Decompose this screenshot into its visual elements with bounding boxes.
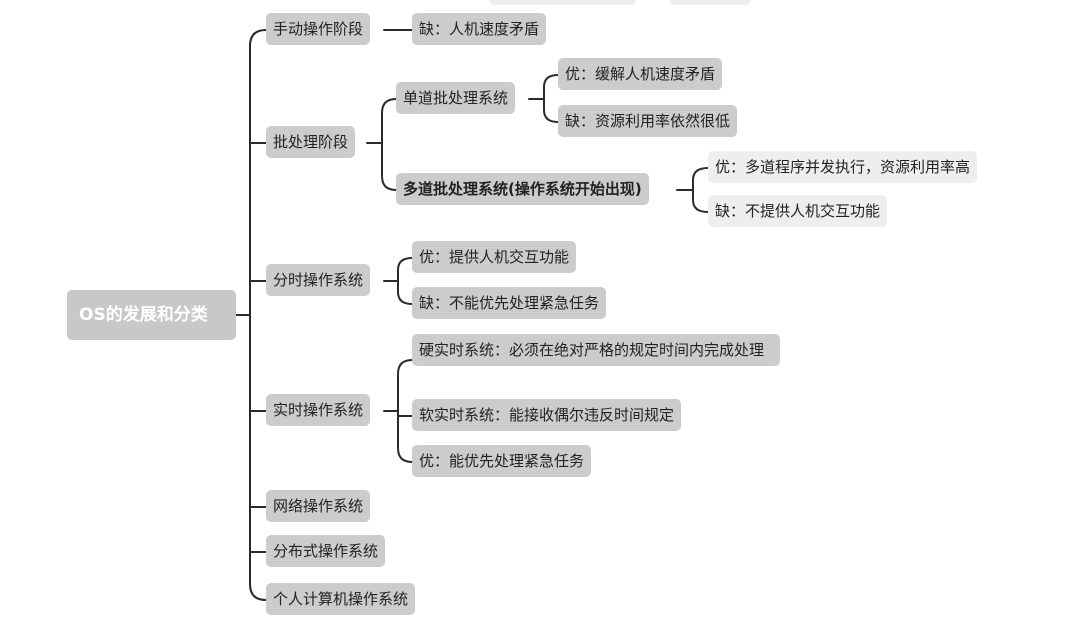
connector-timesharing-branch <box>397 257 413 305</box>
node-realtime-pro[interactable]: 优：能优先处理紧急任务 <box>412 445 592 477</box>
node-multi-con[interactable]: 缺：不提供人机交互功能 <box>708 195 888 227</box>
node-multi-batch[interactable]: 多道批处理系统(操作系统开始出现) <box>396 173 649 205</box>
node-single-batch[interactable]: 单道批处理系统 <box>396 82 516 114</box>
connector-realtime-branch <box>397 359 413 463</box>
connector-multi-branch <box>692 167 709 213</box>
node-manual-stage[interactable]: 手动操作阶段 <box>266 13 371 45</box>
node-network-os[interactable]: 网络操作系统 <box>266 490 371 522</box>
node-single-pro[interactable]: 优：缓解人机速度矛盾 <box>558 58 723 90</box>
node-realtime-soft[interactable]: 软实时系统：能接收偶尔违反时间规定 <box>412 399 682 431</box>
node-timesharing-pro[interactable]: 优：提供人机交互功能 <box>412 241 577 273</box>
node-batch-stage[interactable]: 批处理阶段 <box>266 126 356 158</box>
clipped-node-top <box>490 0 636 5</box>
node-timesharing-con[interactable]: 缺：不能优先处理紧急任务 <box>412 287 607 319</box>
connector-single-branch <box>543 74 559 123</box>
node-multi-pro[interactable]: 优：多道程序并发执行，资源利用率高 <box>708 151 978 183</box>
root-node[interactable]: OS的发展和分类 <box>67 290 236 340</box>
clipped-node-top <box>670 0 750 5</box>
connector-root-trunk <box>249 29 267 601</box>
node-single-con[interactable]: 缺：资源利用率依然很低 <box>558 105 738 137</box>
node-realtime-hard[interactable]: 硬实时系统：必须在绝对严格的规定时间内完成处理 <box>412 334 780 366</box>
node-manual-con[interactable]: 缺：人机速度矛盾 <box>412 13 547 45</box>
connector-batch-branch <box>381 98 397 191</box>
node-personal-os[interactable]: 个人计算机操作系统 <box>266 583 416 615</box>
node-timesharing-os[interactable]: 分时操作系统 <box>266 264 371 296</box>
node-distributed-os[interactable]: 分布式操作系统 <box>266 535 386 567</box>
node-realtime-os[interactable]: 实时操作系统 <box>266 394 371 426</box>
